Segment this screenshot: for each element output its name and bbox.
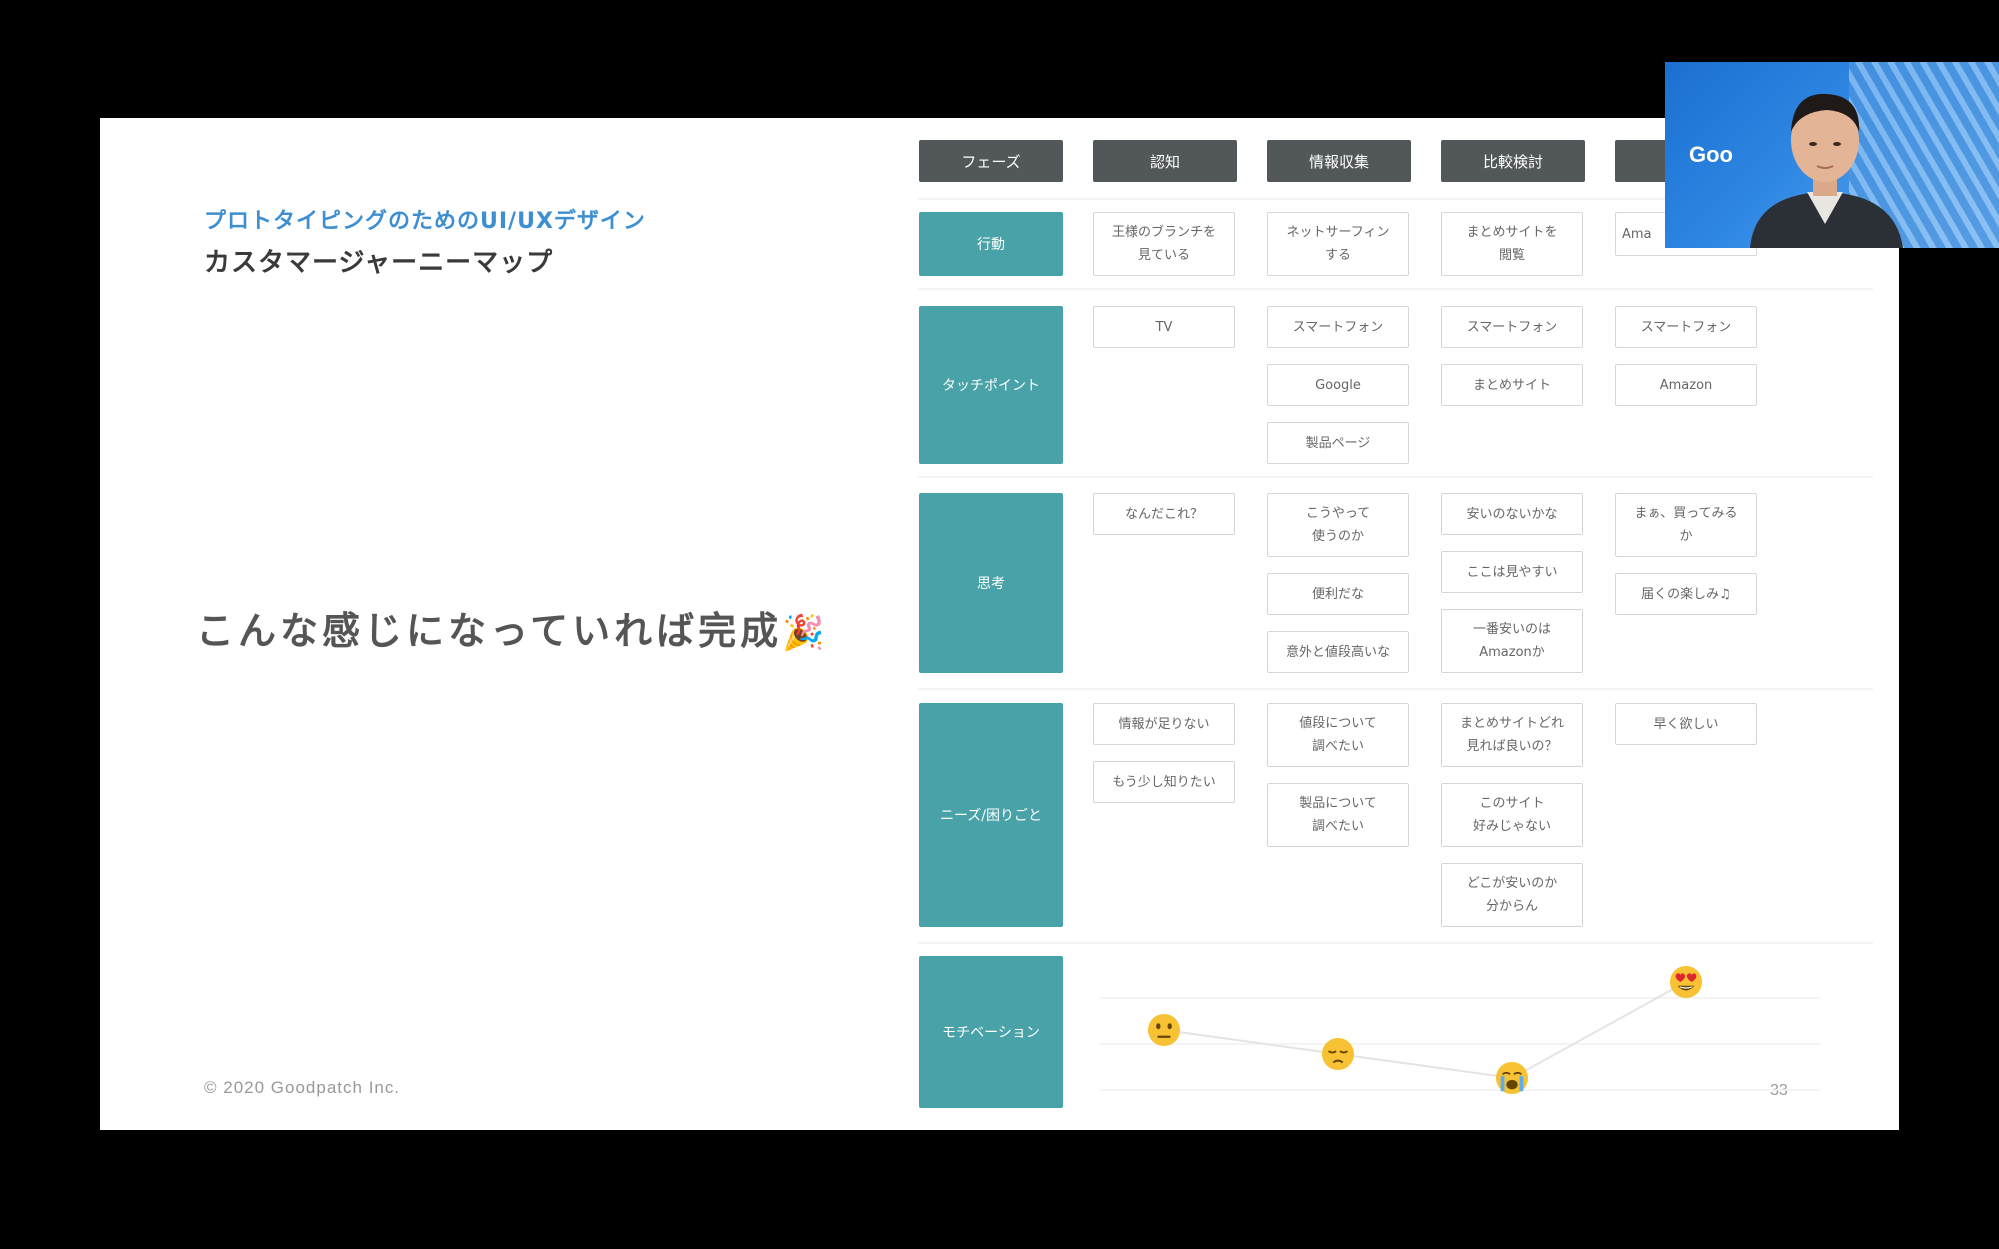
- slide-subtitle: プロトタイピングのためのUI/UXデザイン: [204, 209, 646, 234]
- copyright-notice: © 2020 Goodpatch Inc.: [204, 1078, 401, 1097]
- heart-eyes-face-icon: [1669, 965, 1703, 999]
- motivation-line: [1163, 981, 1687, 1080]
- row-label-action: 行動: [919, 212, 1063, 276]
- journey-card: まとめサイトを 閲覧: [1441, 212, 1583, 276]
- journey-card: なんだこれ？: [1093, 493, 1235, 535]
- journey-card: スマートフォン: [1441, 306, 1583, 348]
- row-divider: [918, 688, 1873, 690]
- journey-card: 届くの楽しみ♫: [1615, 573, 1757, 615]
- goodpatch-logo: Goo: [1689, 142, 1733, 167]
- row-divider: [918, 942, 1873, 944]
- row-divider: [918, 288, 1873, 290]
- journey-card: 値段について 調べたい: [1267, 703, 1409, 767]
- row-divider: [918, 198, 1873, 200]
- journey-card: Google: [1267, 364, 1409, 406]
- pensive-face-icon: [1321, 1037, 1355, 1071]
- presenter-webcam: Goo: [1665, 62, 1999, 248]
- neutral-face-icon: [1147, 1013, 1181, 1047]
- phase-header-phase: フェーズ: [919, 140, 1063, 182]
- journey-card: まぁ、買ってみる か: [1615, 493, 1757, 557]
- journey-card: 王様のブランチを 見ている: [1093, 212, 1235, 276]
- phase-header-research: 情報収集: [1267, 140, 1411, 182]
- journey-card: ここは見やすい: [1441, 551, 1583, 593]
- party-popper-icon: 🎉: [782, 613, 829, 653]
- slide-title: カスタマージャーニーマップ: [204, 248, 554, 278]
- journey-card: 早く欲しい: [1615, 703, 1757, 745]
- phase-header-comparison: 比較検討: [1441, 140, 1585, 182]
- journey-card: 製品について 調べたい: [1267, 783, 1409, 847]
- presentation-slide: プロトタイピングのためのUI/UXデザイン カスタマージャーニーマップ こんな感…: [100, 118, 1899, 1130]
- journey-card: TV: [1093, 306, 1235, 348]
- journey-card: まとめサイト: [1441, 364, 1583, 406]
- journey-card: 情報が足りない: [1093, 703, 1235, 745]
- slide-headline: こんな感じになっていれば完成🎉: [196, 600, 828, 655]
- row-label-motivation: モチベーション: [919, 956, 1063, 1108]
- motivation-graph: [1100, 981, 1820, 1091]
- phase-header-awareness: 認知: [1093, 140, 1237, 182]
- journey-card: どこが安いのか 分からん: [1441, 863, 1583, 927]
- journey-card: 製品ページ: [1267, 422, 1409, 464]
- headline-text: こんな感じになっていれば完成: [196, 609, 783, 653]
- row-label-touchpoint: タッチポイント: [919, 306, 1063, 464]
- row-divider: [918, 476, 1873, 478]
- journey-card: スマートフォン: [1615, 306, 1757, 348]
- journey-card: 意外と値段高いな: [1267, 631, 1409, 673]
- journey-card: 一番安いのは Amazonか: [1441, 609, 1583, 673]
- journey-card: 安いのないかな: [1441, 493, 1583, 535]
- journey-card: スマートフォン: [1267, 306, 1409, 348]
- row-label-thinking: 思考: [919, 493, 1063, 673]
- journey-card: 便利だな: [1267, 573, 1409, 615]
- journey-card: まとめサイトどれ 見れば良いの？: [1441, 703, 1583, 767]
- journey-card: ネットサーフィン する: [1267, 212, 1409, 276]
- presenter-video: [1750, 93, 1903, 248]
- journey-card: こうやって 使うのか: [1267, 493, 1409, 557]
- journey-card: もう少し知りたい: [1093, 761, 1235, 803]
- journey-card: このサイト 好みじゃない: [1441, 783, 1583, 847]
- journey-card: Amazon: [1615, 364, 1757, 406]
- crying-face-icon: [1495, 1061, 1529, 1095]
- row-label-needs: ニーズ/困りごと: [919, 703, 1063, 927]
